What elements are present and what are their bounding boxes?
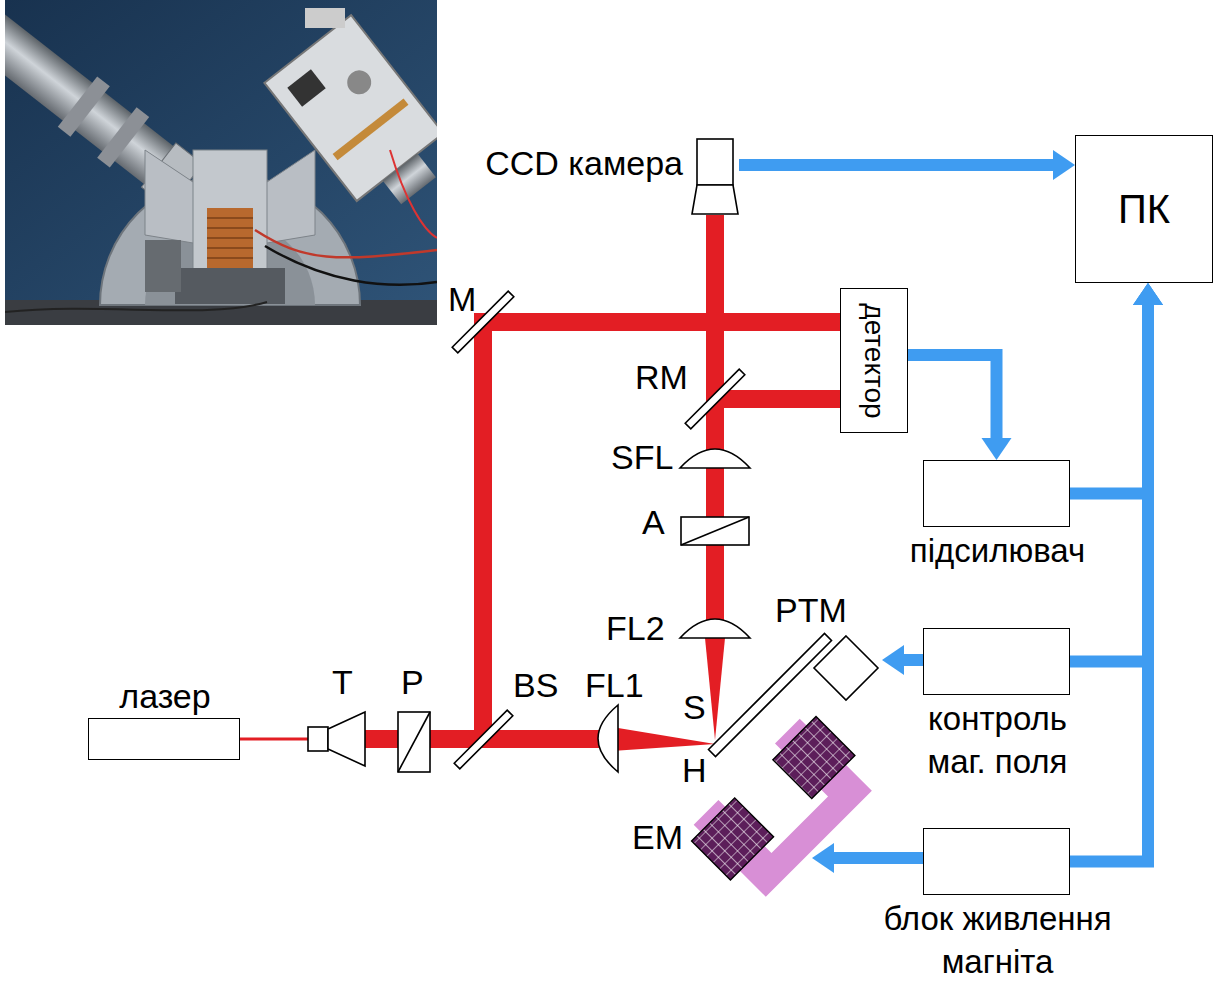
arrow-head (1133, 283, 1163, 305)
rect-part (692, 798, 774, 880)
signal-connector (739, 150, 1075, 180)
analyzer (681, 517, 749, 545)
beam-splitter (454, 710, 513, 769)
rect-part (398, 712, 430, 772)
polygon-part (812, 843, 834, 873)
rect-part (383, 154, 436, 205)
electronics-head (264, 15, 437, 225)
part-label: FL1 (585, 668, 644, 702)
part-label: SFL (611, 440, 673, 474)
field-lens (680, 449, 750, 468)
box-caption: підсилювач (878, 529, 1118, 572)
polygon-part (882, 645, 904, 675)
photo-wire (390, 150, 437, 238)
signal-line (1070, 304, 1148, 662)
focusing-lens (680, 619, 750, 638)
polygon-part (328, 712, 365, 766)
ccd-camera: CCD камера (691, 138, 739, 215)
rect-part (773, 717, 855, 799)
signal-connector (908, 355, 1012, 460)
camera-symbol (691, 138, 739, 215)
box-label: ПК (1076, 186, 1212, 232)
rect-part (706, 215, 724, 638)
photo-wire (265, 246, 437, 285)
setup-photo (5, 0, 437, 325)
part-label: P (401, 665, 424, 699)
circle-part (342, 66, 376, 100)
part-label: EM (632, 820, 683, 854)
rect-part (58, 76, 110, 136)
computer-box: ПК (1075, 135, 1213, 283)
camera-body (697, 139, 733, 185)
rect-part (333, 98, 409, 160)
photo-coil (207, 208, 253, 268)
arrow-head (1053, 150, 1075, 180)
telescope (308, 712, 365, 766)
coil-windings (207, 218, 253, 258)
focusing-lens (598, 705, 618, 772)
part-label: RM (635, 360, 688, 394)
polyline-part (832, 852, 923, 864)
camera-label: CCD камера (485, 146, 683, 180)
rect-part (474, 313, 492, 739)
removable-mirror (685, 369, 745, 429)
power-signal-arrow (812, 843, 923, 873)
signal-line (908, 355, 997, 439)
box-label: детектор (859, 303, 890, 418)
polygon-part (705, 638, 725, 740)
photo-wire (255, 230, 437, 257)
part-label: FL2 (606, 611, 665, 645)
magnet-power-box: блок живлення магніта (923, 828, 1070, 895)
camera-lens (692, 185, 738, 214)
part-label: S (683, 690, 706, 724)
motor-block (145, 240, 181, 292)
arrow-head (982, 438, 1012, 460)
polarizer (398, 712, 430, 772)
line-part (681, 517, 749, 545)
part-label: M (448, 282, 476, 316)
part-label: A (642, 505, 665, 539)
rect-part (287, 69, 325, 106)
electromagnet (684, 709, 881, 906)
rect-part (308, 727, 328, 751)
rect-part (715, 390, 840, 408)
signal-line (739, 159, 1054, 171)
base-block (175, 268, 285, 304)
polygon-part (612, 727, 715, 751)
part-label: BS (513, 668, 558, 702)
arrow-head (1133, 283, 1163, 305)
amplifier-box: підсилювач (923, 460, 1070, 527)
arrow-head (1133, 283, 1163, 305)
part-label: H (682, 753, 707, 787)
detector-box: детектор (840, 288, 908, 433)
rect-part (681, 517, 749, 545)
photo-wire (5, 302, 267, 312)
laser-beams (240, 215, 840, 751)
signal-line (1070, 304, 1148, 862)
laser-box: лазер (88, 718, 240, 760)
signal-connector (1070, 283, 1163, 862)
line-part (240, 738, 310, 741)
box-caption: блок живлення магніта (853, 897, 1143, 983)
rect-part (97, 107, 149, 167)
line-part (398, 712, 430, 772)
control-signal-arrow (882, 645, 923, 675)
part-label: T (332, 665, 353, 699)
top-clamp (305, 8, 345, 28)
signal-line (1070, 304, 1148, 494)
part-label: PTM (775, 593, 847, 627)
rect-part (483, 313, 840, 331)
box-caption: контроль маг. поля (903, 697, 1093, 783)
polyline-part (902, 654, 923, 666)
box-caption: лазер (65, 677, 265, 715)
field-control-box: контроль маг. поля (923, 628, 1070, 695)
rotation-stage (814, 636, 878, 700)
